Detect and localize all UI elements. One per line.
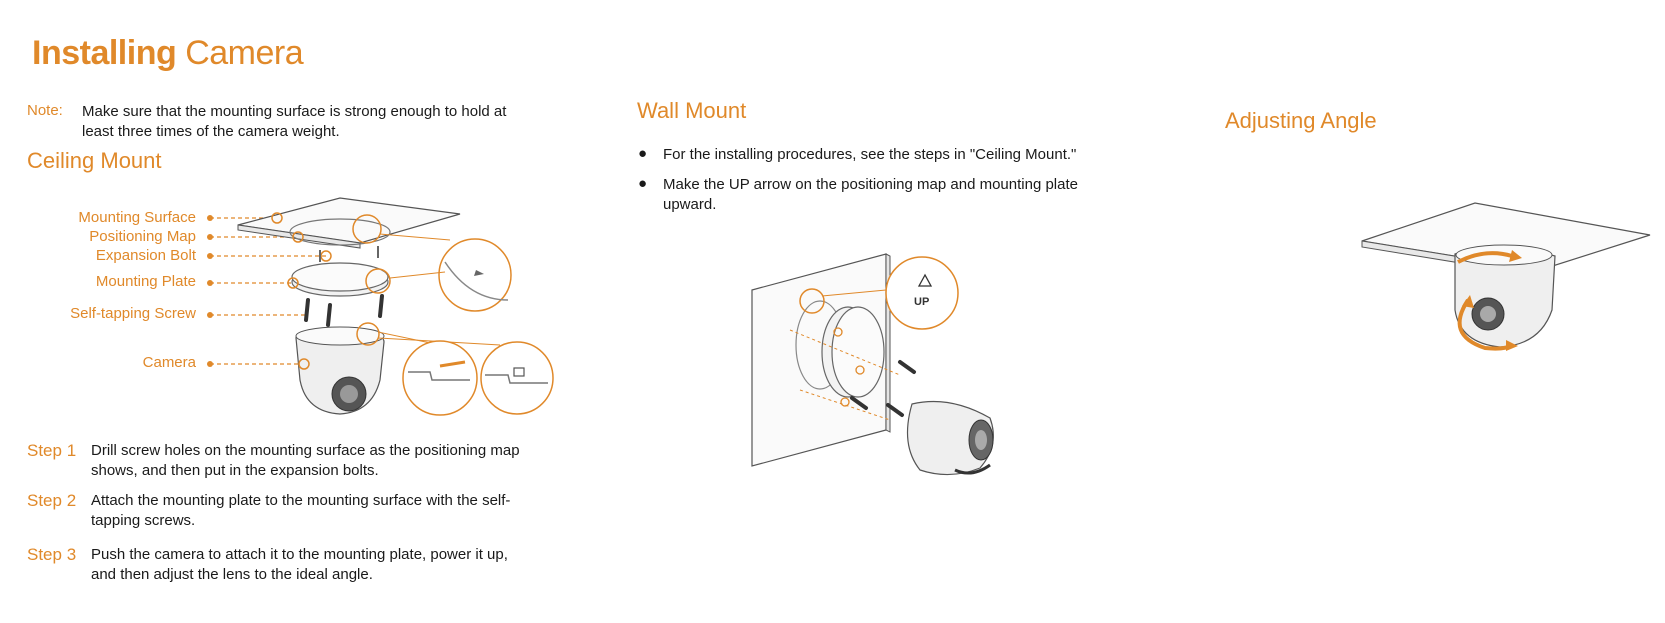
- adjusting-angle-heading: Adjusting Angle: [1225, 108, 1377, 133]
- callout-camera: Camera: [142, 354, 196, 371]
- callout-expansion-bolt: Expansion Bolt: [95, 247, 196, 264]
- callout-positioning-map: Positioning Map: [89, 228, 196, 245]
- callout-mounting-plate: Mounting Plate: [95, 273, 196, 290]
- wall-bullet-dot-2: ●: [638, 175, 648, 192]
- step-3-label: Step 3: [27, 545, 77, 564]
- ceiling-mount-heading: Ceiling Mount: [27, 148, 162, 173]
- note-text: Make sure that the mounting surface is s…: [82, 103, 507, 140]
- page-title: Installing Camera: [32, 34, 304, 73]
- step-3-text: Push the camera to attach it to the moun…: [91, 546, 508, 583]
- wall-bullet-1: For the installing procedures, see the s…: [663, 146, 1077, 163]
- page-title-bold: Installing: [32, 34, 177, 72]
- step-2-text: Attach the mounting plate to the mountin…: [91, 492, 511, 529]
- note-label: Note:: [27, 102, 63, 119]
- wall-bullet-2: Make the UP arrow on the positioning map…: [663, 176, 1078, 213]
- callout-self-tapping-screw: Self-tapping Screw: [70, 305, 196, 322]
- page-title-rest: Camera: [185, 34, 304, 72]
- step-2-label: Step 2: [27, 491, 77, 510]
- up-label: UP: [914, 296, 929, 308]
- wall-bullet-dot-1: ●: [638, 145, 648, 162]
- callout-mounting-surface: Mounting Surface: [78, 209, 196, 226]
- step-1-label: Step 1: [27, 441, 77, 460]
- wall-mount-heading: Wall Mount: [637, 98, 747, 123]
- step-1-text: Drill screw holes on the mounting surfac…: [91, 442, 520, 479]
